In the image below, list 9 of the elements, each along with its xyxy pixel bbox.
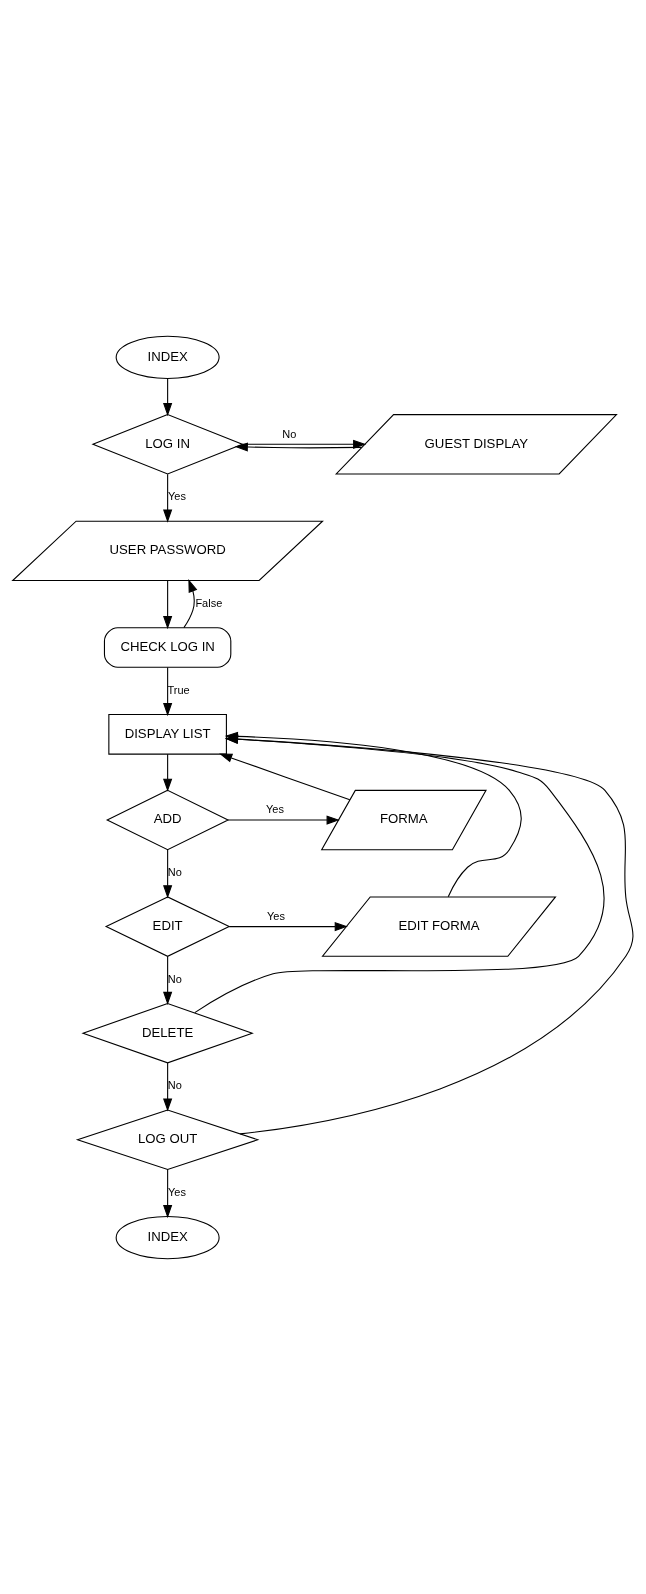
edge-label: No — [282, 427, 297, 440]
edge-label: Yes — [168, 1185, 186, 1198]
edge-label: False — [195, 596, 223, 609]
edge-label: No — [167, 865, 182, 878]
edge-label: Yes — [168, 489, 186, 502]
edge-label: No — [167, 1078, 182, 1091]
edge-label: No — [167, 972, 182, 985]
edge-label: Yes — [266, 802, 284, 815]
edge-label: Yes — [267, 909, 285, 922]
